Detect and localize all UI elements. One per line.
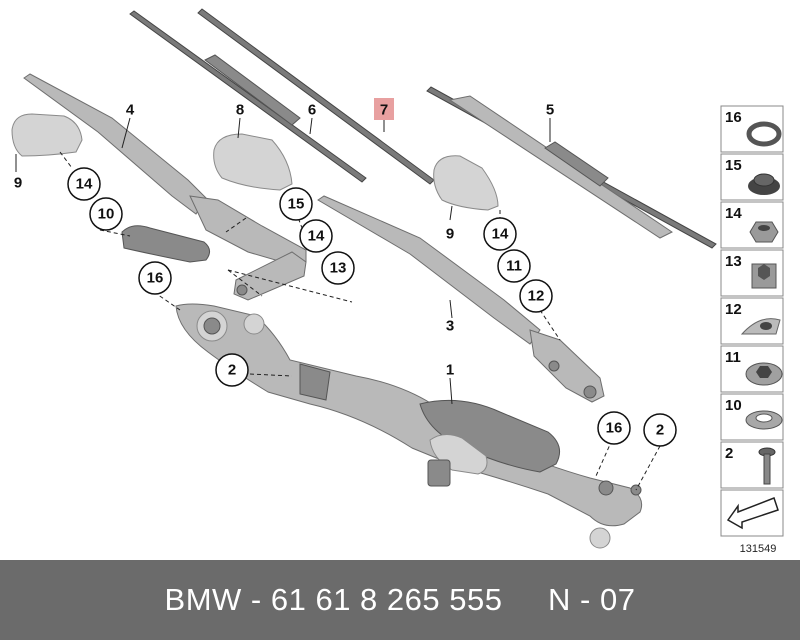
legend-item-11: 11 <box>720 345 784 393</box>
svg-text:2: 2 <box>228 362 236 379</box>
callout-5: 5 <box>546 102 554 119</box>
fastener-legend: 16 15 14 13 12 11 <box>720 105 784 555</box>
legend-item-2: 2 <box>720 441 784 489</box>
legend-item-10: 10 <box>720 393 784 441</box>
svg-text:16: 16 <box>147 270 164 287</box>
legend-item-16: 16 <box>720 105 784 153</box>
legend-item-13: 13 <box>720 249 784 297</box>
legend-item-15: 15 <box>720 153 784 201</box>
callout-2-left: 2 <box>215 353 249 387</box>
cover-cap-9-right <box>433 155 499 211</box>
callout-9-right: 9 <box>446 226 454 243</box>
svg-text:2: 2 <box>725 445 733 462</box>
svg-text:14: 14 <box>76 176 93 193</box>
callout-10: 10 <box>89 197 123 231</box>
cover-cap-9-left <box>11 113 83 157</box>
wiper-linkage-1 <box>175 303 643 549</box>
svg-text:12: 12 <box>528 288 545 305</box>
drawing-number: 131549 <box>740 543 777 555</box>
cover-cap-8 <box>213 133 293 191</box>
wiper-arm-4 <box>23 73 307 301</box>
callout-9-left: 9 <box>14 175 22 192</box>
part-number-caption: BMW - 61 61 8 265 555 N - 07 <box>164 582 636 617</box>
svg-text:10: 10 <box>725 397 742 414</box>
legend-arrow-box <box>720 489 784 537</box>
svg-text:11: 11 <box>725 349 741 366</box>
svg-text:10: 10 <box>98 206 115 223</box>
callout-3: 3 <box>446 318 454 335</box>
callout-14-right: 14 <box>483 217 517 251</box>
svg-text:13: 13 <box>725 253 742 270</box>
callout-14-left: 14 <box>67 167 101 201</box>
callout-1: 1 <box>446 362 454 379</box>
callout-7-highlight <box>374 98 394 120</box>
svg-text:14: 14 <box>725 205 742 222</box>
svg-text:12: 12 <box>725 301 742 318</box>
wiper-blade-5 <box>426 86 717 249</box>
wiper-blade-6 <box>129 10 367 183</box>
legend-item-12: 12 <box>720 297 784 345</box>
callout-11: 11 <box>497 249 531 283</box>
svg-text:16: 16 <box>606 420 623 437</box>
svg-text:14: 14 <box>308 228 325 245</box>
callout-16-right: 16 <box>597 411 631 445</box>
legend-item-14: 14 <box>720 201 784 249</box>
svg-text:11: 11 <box>506 258 522 275</box>
svg-text:2: 2 <box>656 422 664 439</box>
callout-2-right: 2 <box>643 413 677 447</box>
callout-8: 8 <box>236 102 244 119</box>
svg-text:16: 16 <box>725 109 742 126</box>
svg-text:15: 15 <box>725 157 742 174</box>
callout-13: 13 <box>321 251 355 285</box>
footer-bar: BMW - 61 61 8 265 555 N - 07 <box>0 560 800 640</box>
leader-lines <box>15 117 661 491</box>
wiper-arm-3 <box>317 195 605 403</box>
callout-16-left: 16 <box>138 261 172 295</box>
svg-text:13: 13 <box>330 260 347 277</box>
callout-7: 7 <box>380 102 388 119</box>
callout-4: 4 <box>126 102 135 119</box>
parts-diagram: 4 8 6 7 5 9 9 3 1 14 10 16 15 14 13 2 14… <box>11 8 784 555</box>
svg-text:14: 14 <box>492 226 509 243</box>
callout-6: 6 <box>308 102 316 119</box>
callout-14-middle: 14 <box>299 219 333 253</box>
callout-12: 12 <box>519 279 553 313</box>
callout-15: 15 <box>279 187 313 221</box>
svg-text:15: 15 <box>288 196 305 213</box>
